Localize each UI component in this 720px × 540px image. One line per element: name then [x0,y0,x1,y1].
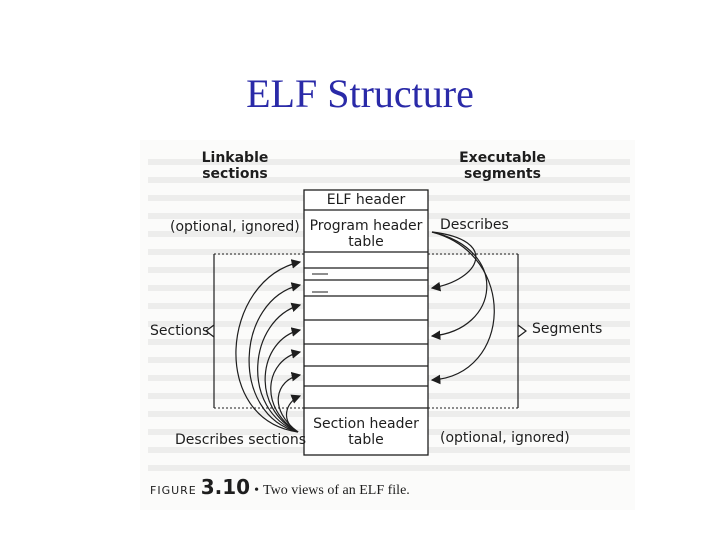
sections-label: Sections [150,323,210,339]
program-header-table-label: Program header table [309,218,423,250]
caption-bullet: • [254,483,260,498]
figure-graphics [140,140,635,510]
describes-label: Describes [440,217,509,233]
caption-text: Two views of an ELF file. [263,483,410,498]
slide-title: ELF Structure [246,71,474,116]
linkable-sections-heading: Linkable sections [201,150,269,182]
left-optional-label: (optional, ignored) [170,219,300,235]
caption-number: 3.10 [200,475,251,499]
section-arrows [235,259,302,433]
elf-header-label: ELF header [326,192,406,208]
describes-sections-label: Describes sections [175,432,306,448]
elf-figure: Linkable sections Executable segments EL… [140,140,635,510]
right-optional-label: (optional, ignored) [440,430,570,446]
column-ticks [312,273,328,293]
sections-bracket [205,254,215,408]
segment-arrows [430,231,495,385]
caption-label: FIGURE [150,484,197,497]
segments-bracket [517,254,527,408]
figure-caption: FIGURE 3.10 • Two views of an ELF file. [150,475,410,499]
executable-segments-heading: Executable segments [459,150,546,182]
section-header-table-label: Section header table [313,416,419,448]
segments-label: Segments [532,321,603,337]
elf-file-column [303,189,429,456]
